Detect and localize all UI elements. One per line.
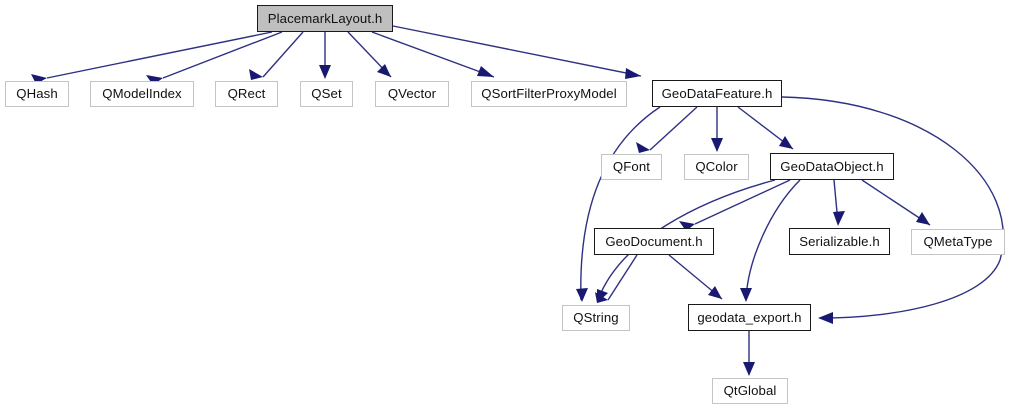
graph-node-qrect[interactable]: QRect — [215, 81, 278, 107]
arrow-head-icon — [708, 286, 722, 299]
graph-node-qset[interactable]: QSet — [300, 81, 353, 107]
arrow-head-icon — [916, 212, 930, 225]
graph-node-qvector[interactable]: QVector — [375, 81, 449, 107]
graph-node-label: QSet — [311, 86, 342, 102]
graph-node-label: QMetaType — [923, 234, 993, 250]
graph-node-label: QRect — [227, 86, 266, 102]
graph-edge-geodataobject-to-qmetatype — [861, 179, 931, 226]
graph-node-label: QtGlobal — [723, 383, 777, 399]
graph-edge-geodata_export-to-qtglobal — [743, 331, 755, 376]
graph-node-label: PlacemarkLayout.h — [267, 10, 383, 26]
graph-node-geodata_export[interactable]: geodata_export.h — [688, 304, 811, 331]
graph-edge-geodatafeature-to-qstring — [576, 106, 661, 302]
graph-node-label: QModelIndex — [102, 86, 182, 102]
arrow-head-icon — [636, 142, 650, 153]
arrow-head-icon — [779, 136, 793, 149]
graph-edge-geodataobject-to-serializable — [833, 179, 845, 226]
graph-node-label: geodata_export.h — [697, 309, 802, 325]
graph-edge-geodataobject-to-geodata_export — [740, 179, 801, 302]
graph-edge-placemarklayout-to-qsortfilterproxymodel — [371, 31, 495, 78]
graph-edge-geodatafeature-to-qfont — [636, 106, 698, 153]
graph-edge-geodocument-to-qstring — [595, 254, 638, 303]
graph-edge-placemarklayout-to-qrect — [249, 31, 304, 80]
graph-node-label: QSortFilterProxyModel — [481, 86, 617, 102]
graph-node-qstring[interactable]: QString — [562, 305, 630, 331]
graph-node-qmodelindex[interactable]: QModelIndex — [90, 81, 194, 107]
graph-node-label: QHash — [16, 86, 58, 102]
graph-node-geodataobject[interactable]: GeoDataObject.h — [770, 153, 894, 180]
arrow-head-icon — [377, 64, 391, 77]
arrow-head-icon — [249, 69, 263, 80]
graph-node-geodocument[interactable]: GeoDocument.h — [594, 228, 714, 255]
graph-node-label: QColor — [695, 159, 738, 175]
graph-edge-geodataobject-to-geodocument — [679, 179, 791, 231]
graph-edge-geodatafeature-to-qcolor — [711, 107, 723, 152]
graph-node-label: GeoDataObject.h — [780, 158, 884, 174]
arrow-head-icon — [833, 211, 845, 226]
arrow-head-icon — [740, 288, 752, 302]
graph-edge-placemarklayout-to-qmodelindex — [146, 31, 283, 85]
arrow-head-icon — [477, 66, 494, 77]
graph-edge-geodatafeature-to-geodataobject — [737, 106, 794, 150]
graph-node-qcolor[interactable]: QColor — [684, 154, 749, 180]
graph-node-qsortfilterproxymodel[interactable]: QSortFilterProxyModel — [471, 81, 627, 107]
graph-node-label: QFont — [612, 159, 651, 175]
graph-node-qhash[interactable]: QHash — [5, 81, 69, 107]
graph-node-label: GeoDocument.h — [605, 233, 703, 249]
arrow-head-icon — [711, 138, 723, 152]
graph-edge-placemarklayout-to-qset — [319, 32, 331, 79]
arrow-head-icon — [146, 75, 163, 85]
arrow-head-icon — [595, 292, 608, 303]
graph-edge-placemarklayout-to-geodatafeature — [392, 25, 642, 79]
arrow-head-icon — [679, 221, 695, 231]
arrow-head-icon — [743, 362, 755, 376]
arrow-head-icon — [818, 312, 833, 324]
graph-edge-geodocument-to-geodata_export — [668, 254, 723, 300]
graph-node-placemarklayout[interactable]: PlacemarkLayout.h — [257, 5, 393, 32]
graph-node-label: QVector — [387, 86, 437, 102]
graph-node-qfont[interactable]: QFont — [601, 154, 662, 180]
graph-node-label: Serializable.h — [799, 233, 880, 249]
graph-node-label: GeoDataFeature.h — [661, 85, 773, 101]
graph-edge-geodatafeature-to-geodata_export — [781, 96, 1004, 324]
graph-edge-placemarklayout-to-qvector — [347, 31, 392, 78]
graph-node-serializable[interactable]: Serializable.h — [789, 228, 890, 255]
graph-node-qmetatype[interactable]: QMetaType — [911, 229, 1005, 255]
graph-node-geodatafeature[interactable]: GeoDataFeature.h — [652, 80, 782, 107]
graph-node-label: QString — [573, 310, 619, 326]
arrow-head-icon — [319, 65, 331, 79]
graph-node-qtglobal[interactable]: QtGlobal — [712, 378, 788, 404]
arrow-head-icon — [625, 68, 641, 79]
arrow-head-icon — [576, 288, 588, 302]
